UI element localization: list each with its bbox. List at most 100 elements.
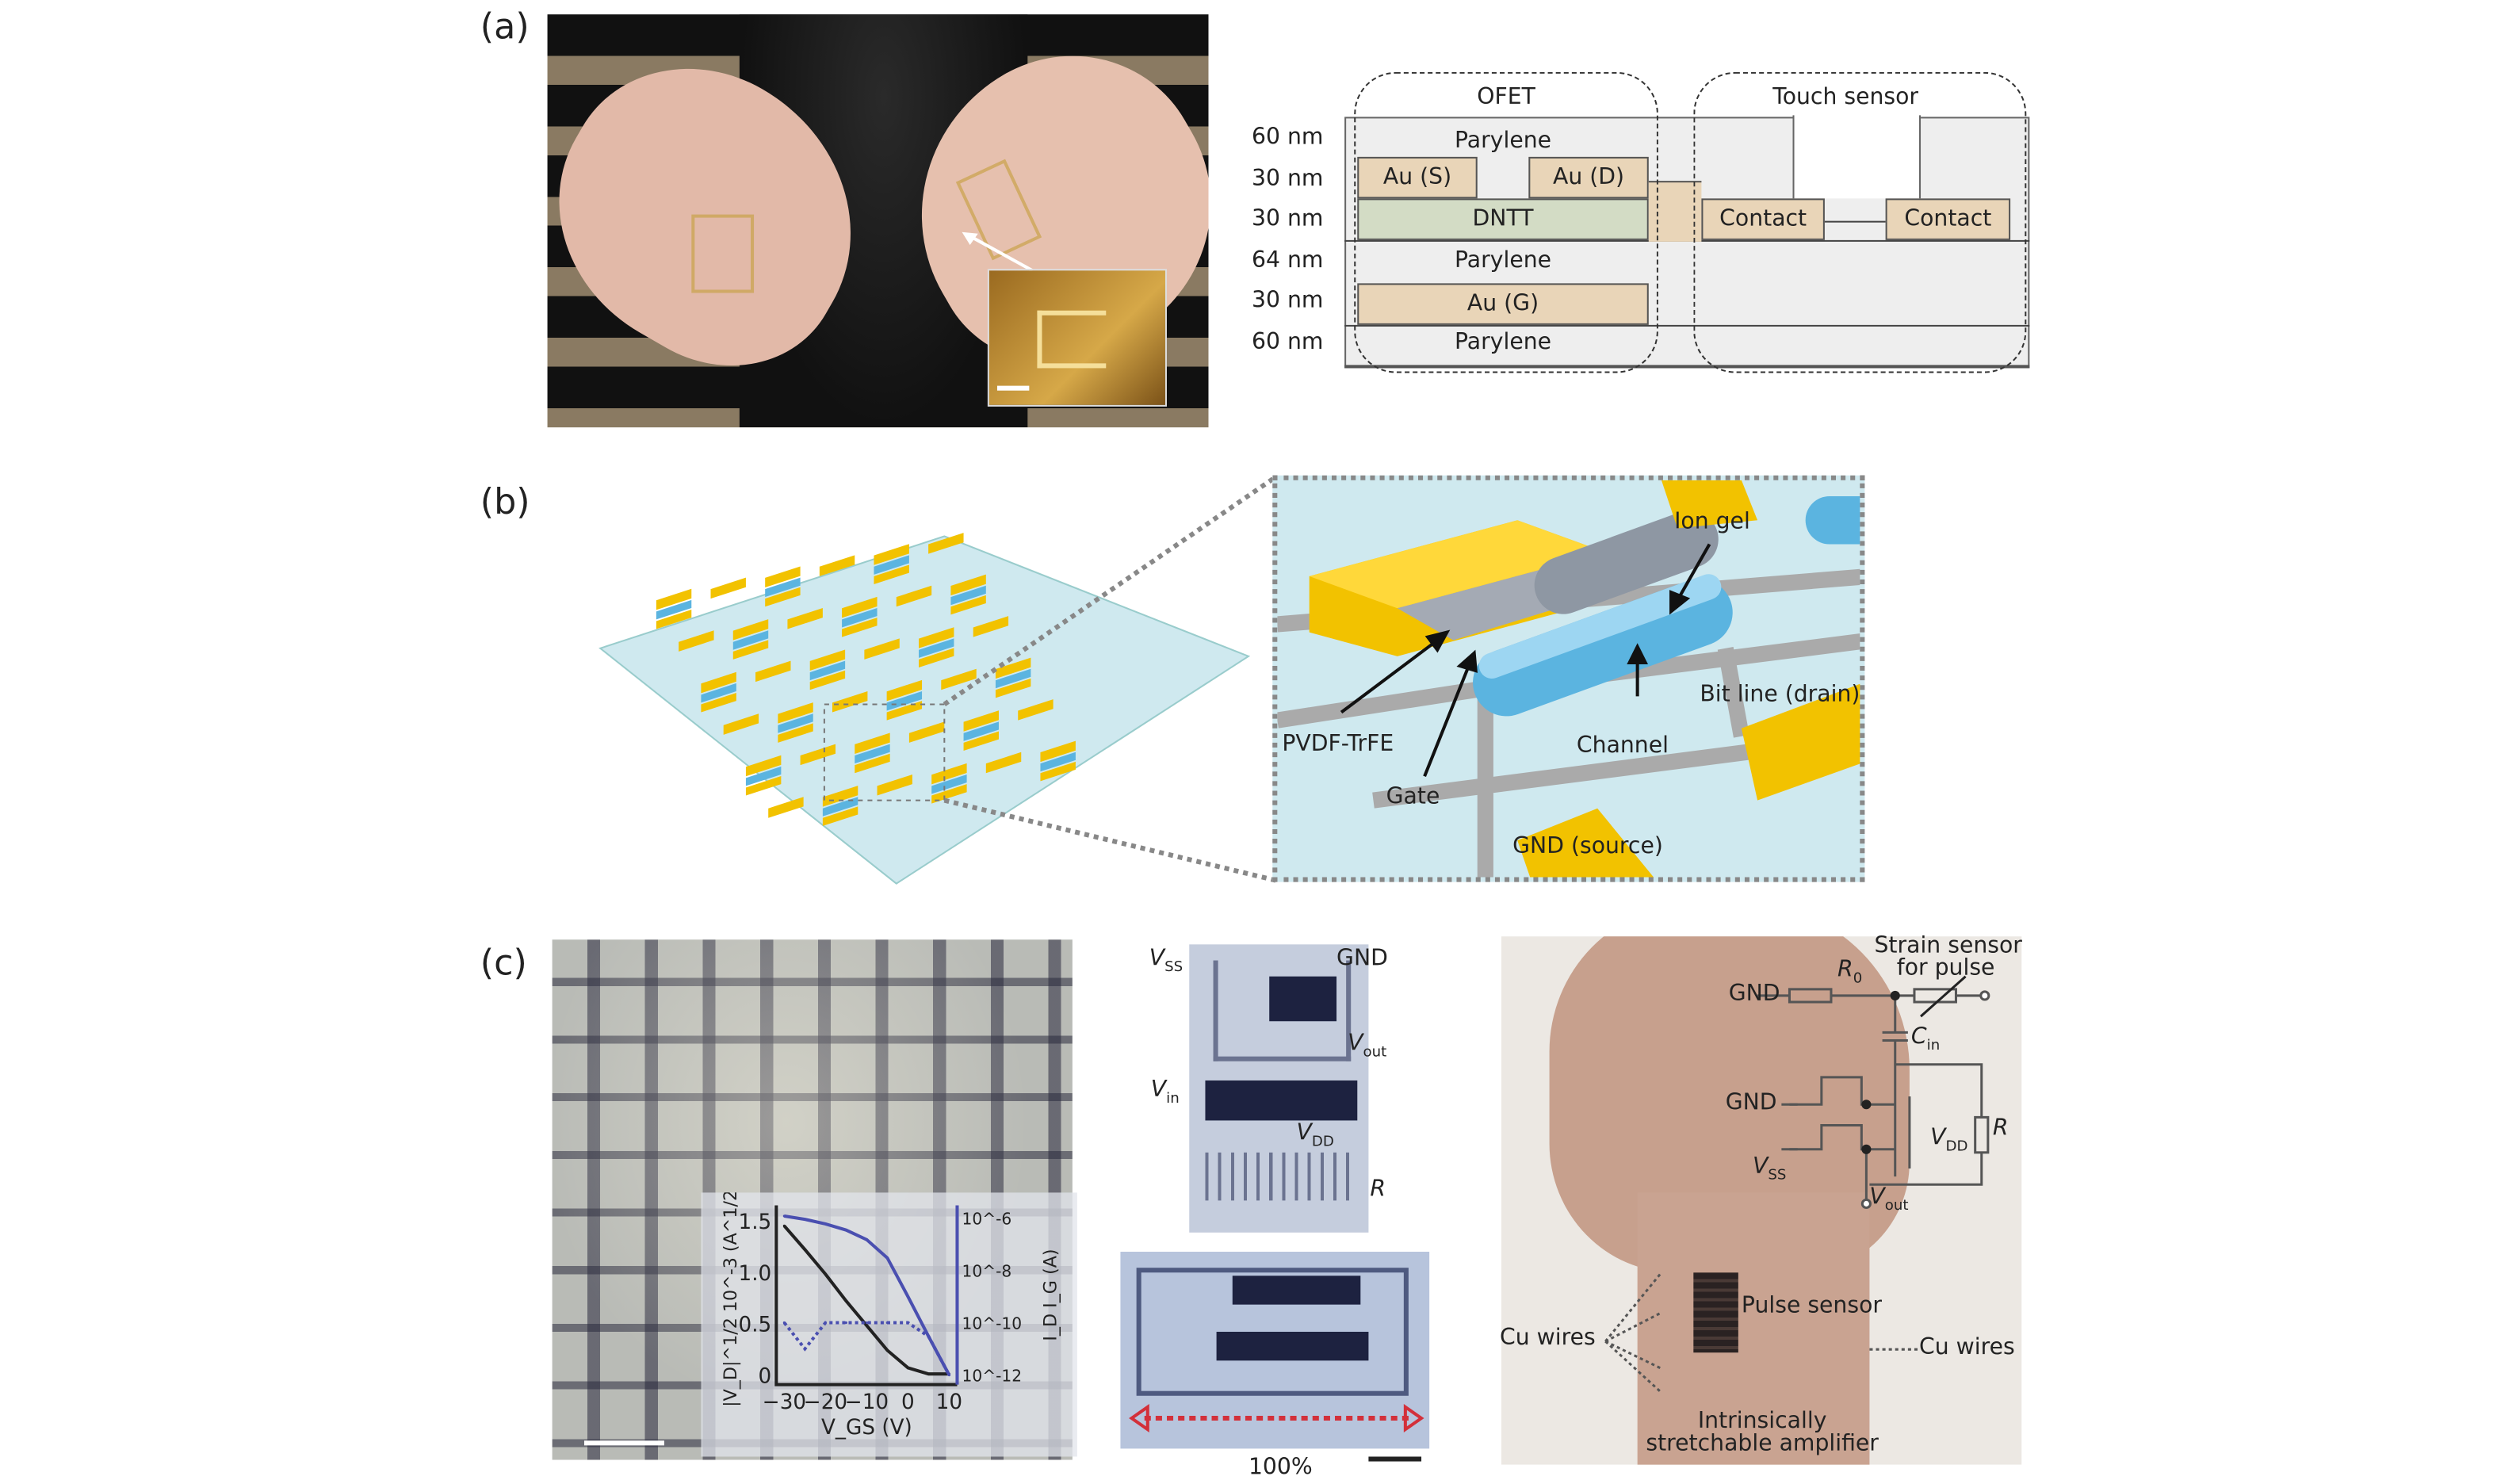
y-left-tick-label: 0.5	[739, 1314, 772, 1337]
thickness-label: 30 nm	[1252, 288, 1324, 314]
contact-1: Contact	[1701, 198, 1825, 240]
array-cell	[1018, 699, 1053, 721]
data-point	[782, 1224, 786, 1228]
vin-label: in	[1166, 1091, 1180, 1107]
array-cell	[985, 752, 1022, 774]
array-cell	[864, 638, 900, 660]
amplifier-label-line2: stretchable amplifier	[1646, 1431, 1879, 1457]
data-point	[865, 1324, 869, 1327]
array-cells	[656, 533, 1076, 826]
array-cell	[819, 555, 855, 576]
cu-wire-pointers	[1604, 1272, 1918, 1394]
dntt-layer: DNTT	[1357, 198, 1649, 240]
array-cell	[1040, 740, 1076, 782]
wrist-photo	[1501, 936, 2022, 1465]
y-right-axis-label: I_D I_G (A)	[1041, 1249, 1061, 1341]
data-point	[906, 1295, 910, 1298]
y-left-tick-label: 0	[759, 1365, 772, 1389]
array-cell	[723, 713, 759, 735]
panel-a-label: (a)	[480, 8, 530, 48]
scale-bar	[1368, 1456, 1422, 1462]
gnd-label: GND	[1336, 946, 1388, 972]
data-point	[782, 1214, 786, 1218]
array-cell	[886, 679, 923, 721]
contact-2: Contact	[1885, 198, 2011, 240]
array-cell	[950, 574, 986, 615]
array-cell	[679, 630, 714, 652]
array-cell	[732, 619, 769, 660]
data-point	[906, 1321, 910, 1325]
thickness-label: 60 nm	[1252, 124, 1324, 151]
array-cell	[809, 649, 846, 690]
panel-b-label: (b)	[480, 483, 530, 524]
ofet-region-outline	[1354, 71, 1658, 373]
vdd-label: DD	[1945, 1139, 1968, 1156]
transistor-array-illustration	[598, 475, 1278, 885]
vdd-label: DD	[1311, 1134, 1334, 1151]
cu-wires-right-label: Cu wires	[1919, 1335, 2015, 1361]
strain-label: 100%	[1248, 1455, 1313, 1481]
panel-c-label: (c)	[480, 944, 527, 985]
array-cell	[896, 585, 932, 607]
annotation-arrows	[1340, 543, 1711, 778]
data-point	[885, 1256, 889, 1260]
channel-label: Channel	[1576, 732, 1669, 759]
array-cell	[787, 607, 823, 629]
au-gate-layer: Au (G)	[1357, 283, 1649, 325]
scale-bar	[584, 1440, 664, 1446]
thickness-label: 60 nm	[1252, 329, 1324, 356]
bit-line-electrode	[1741, 683, 1860, 801]
array-cell	[710, 577, 746, 599]
touch-sensor-region-outline	[1693, 71, 2027, 373]
pvdf-trfe-label: PVDF-TrFE	[1282, 731, 1394, 758]
parylene-middle-label: Parylene	[1455, 247, 1552, 274]
thickness-label: 30 nm	[1252, 206, 1324, 232]
data-point	[865, 1238, 869, 1241]
y-right-tick-label: 10^-8	[962, 1262, 1012, 1281]
y-left-tick-label: 1.0	[739, 1262, 772, 1286]
x-tick-label: −10	[845, 1390, 889, 1414]
gnd-source-label: GND (source)	[1512, 834, 1663, 860]
gate-label: Gate	[1386, 784, 1440, 810]
array-cell	[822, 786, 858, 826]
stretched-amplifier-micrograph	[1120, 1252, 1430, 1449]
data-point	[885, 1321, 889, 1325]
vout-label: out	[1884, 1198, 1909, 1215]
touch-sensor-opening	[1792, 115, 1922, 199]
for-pulse-label: for pulse	[1896, 955, 1995, 981]
data-point	[927, 1335, 931, 1338]
pulse-sensor-label: Pulse sensor	[1741, 1293, 1883, 1319]
r-label: R	[1992, 1115, 2009, 1142]
x-tick-label: 10	[936, 1390, 962, 1414]
cin-label: in	[1926, 1038, 1941, 1055]
array-cell	[800, 744, 836, 766]
tattoo-circuit-left	[691, 214, 755, 293]
y-left-axis-label: |V_D|^1/2 10^-3 (A^1/2)	[721, 1192, 741, 1407]
y-right-tick-label: 10^-10	[962, 1314, 1023, 1333]
array-cell	[919, 627, 954, 668]
zoom-region-outline	[823, 703, 946, 801]
vss-label: SS	[1164, 960, 1183, 977]
gnd-label: GND	[1725, 1090, 1777, 1116]
data-point	[844, 1299, 848, 1302]
data-point	[885, 1348, 889, 1352]
array-cell	[855, 732, 890, 774]
vout-label: out	[1363, 1045, 1387, 1061]
zoomed-transistor-view	[1272, 475, 1865, 882]
amplifier-micrograph	[1189, 944, 1369, 1233]
au-drain-layer: Au (D)	[1528, 156, 1649, 199]
array-cell	[656, 588, 692, 629]
array-cell	[963, 710, 999, 752]
inset-micrograph	[987, 269, 1167, 407]
array-cell	[701, 671, 736, 713]
array-cell	[765, 566, 801, 607]
y-left-tick-label: 1.5	[739, 1211, 772, 1234]
data-point	[782, 1321, 786, 1325]
array-cell	[745, 755, 782, 796]
data-point	[927, 1372, 931, 1375]
touch-sensor-title: Touch sensor	[1772, 85, 1919, 111]
data-point	[906, 1366, 910, 1370]
thickness-label: 64 nm	[1252, 247, 1324, 274]
x-tick-label: 0	[901, 1390, 915, 1414]
left-axis	[774, 1205, 958, 1386]
